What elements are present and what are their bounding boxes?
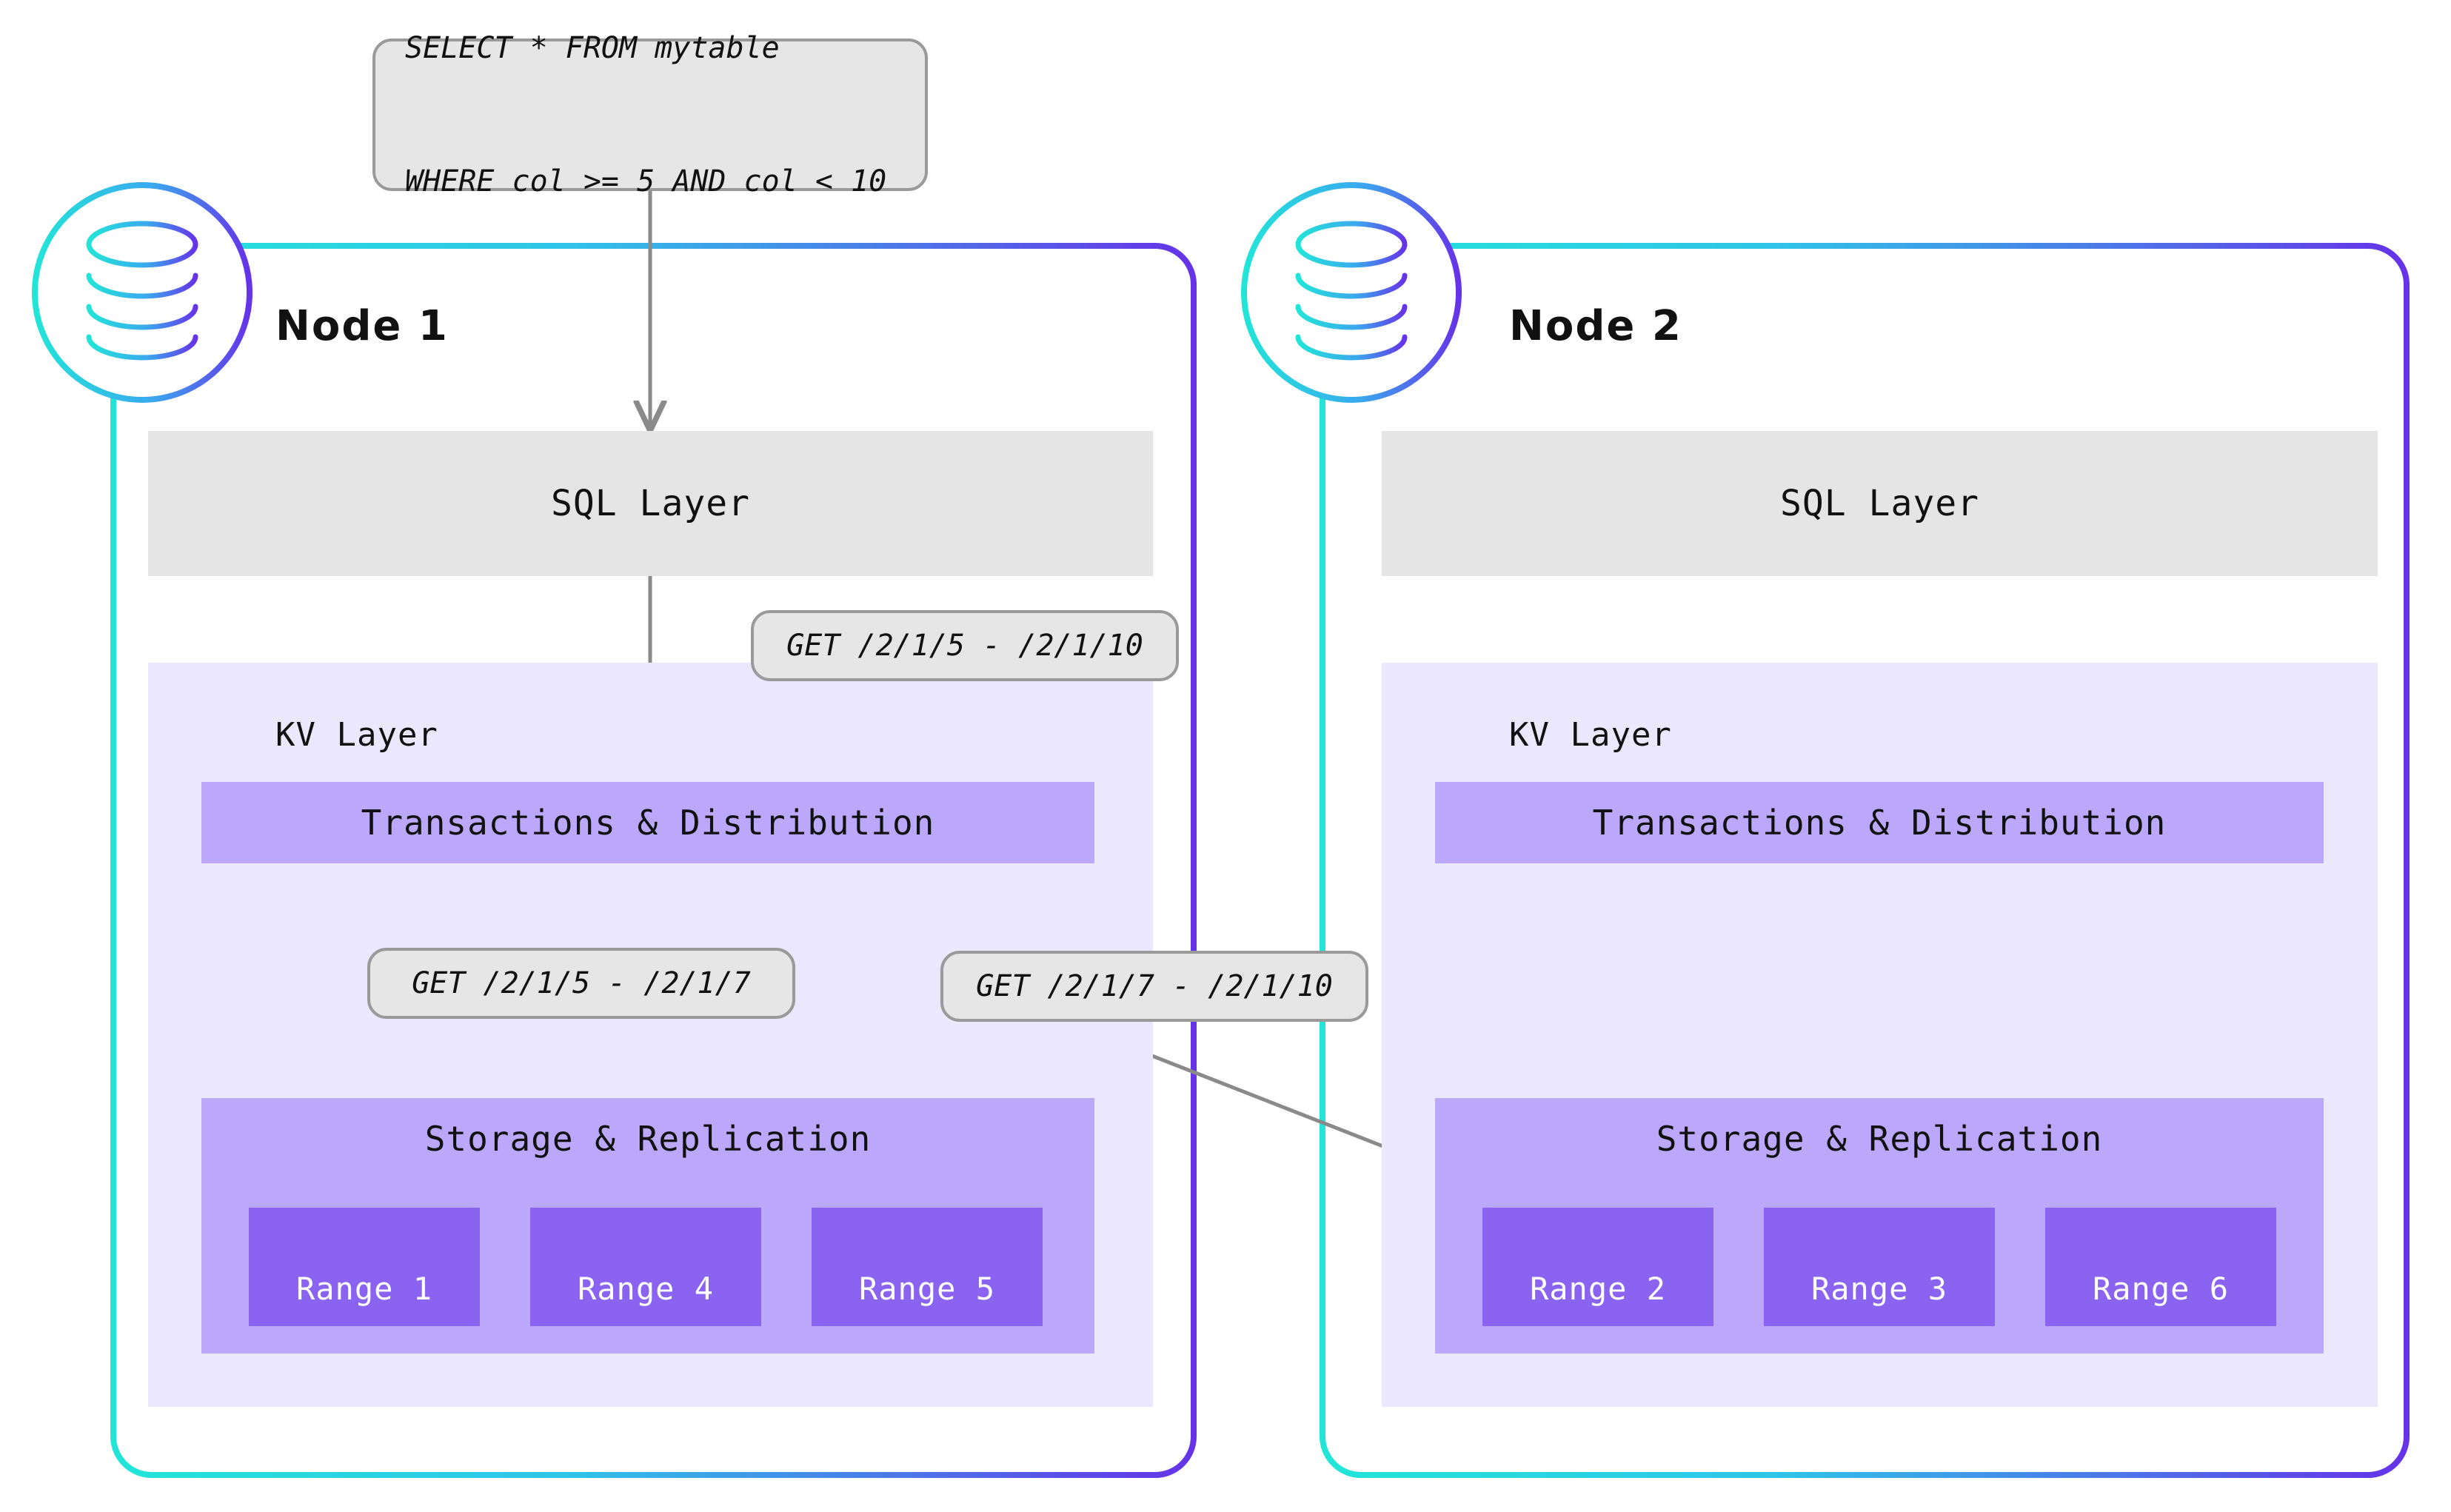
node-1-transactions-box: Transactions & Distribution [201,782,1094,863]
node-1-storage-label: Storage & Replication [424,1119,872,1159]
node-1-range-1: Range 4 [530,1208,761,1326]
node-1-sql-layer: SQL Layer [148,431,1153,576]
node-2-transactions-box: Transactions & Distribution [1435,782,2324,863]
database-icon [86,221,198,361]
node-2-badge [1241,182,1462,403]
node-1-title: Node 1 [275,302,449,350]
database-icon [1295,221,1408,361]
node-2-title: Node 2 [1509,302,1682,350]
node-1-range-2: Range 5 [812,1208,1043,1326]
node-1-storage-box: Storage & Replication Range 1 Range 4 Ra… [201,1098,1094,1354]
node-2-range-1: Range 3 [1764,1208,1995,1326]
range-local-callout: GET /2/1/5 - /2/1/7 [367,948,795,1019]
node-2-sql-layer: SQL Layer [1382,431,2378,576]
node-2-storage-label: Storage & Replication [1656,1119,2103,1159]
kv-request-callout: GET /2/1/5 - /2/1/10 [751,610,1179,681]
sql-query-line-2: WHERE col >= 5 AND col < 10 [405,164,887,198]
node-2-range-0: Range 2 [1482,1208,1713,1326]
sql-query-callout: SELECT * FROM mytable WHERE col >= 5 AND… [372,31,928,198]
node-1-badge [32,182,253,403]
node-2-range-2: Range 6 [2045,1208,2276,1326]
sql-query-line-1: SELECT * FROM mytable [405,31,780,65]
node-1-kv-layer-label: KV Layer [275,716,438,754]
range-remote-callout: GET /2/1/7 - /2/1/10 [940,951,1368,1022]
node-1-range-0: Range 1 [249,1208,480,1326]
node-2-kv-layer-label: KV Layer [1509,716,1672,754]
node-2-storage-box: Storage & Replication Range 2 Range 3 Ra… [1435,1098,2324,1354]
